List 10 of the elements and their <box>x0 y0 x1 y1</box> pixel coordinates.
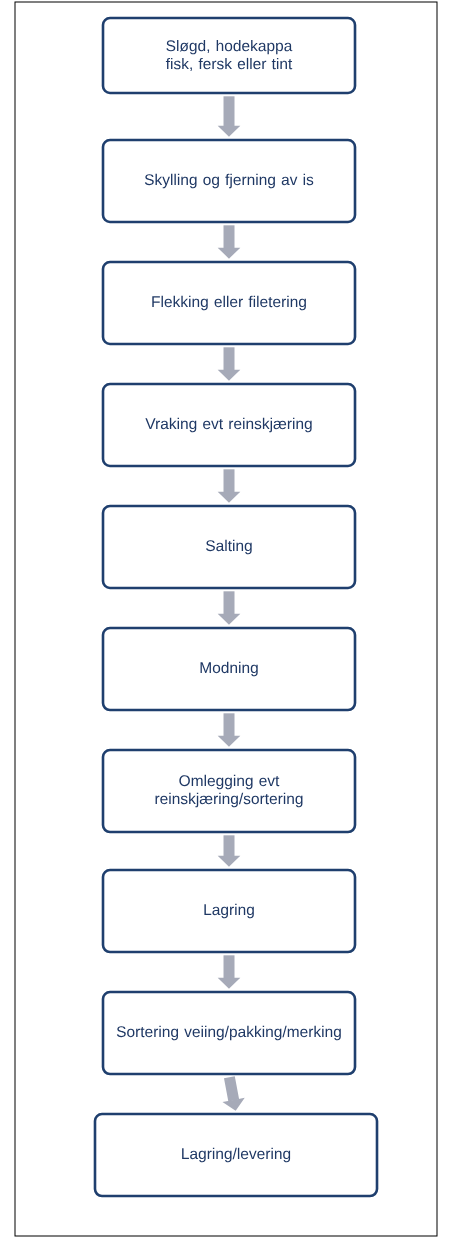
process-box: Salting <box>101 504 357 590</box>
process-box: Modning <box>101 626 357 712</box>
process-box: Sløgd, hodekappa fisk, fersk eller tint <box>101 16 357 95</box>
process-box: Sortering veiing/pakking/merking <box>101 990 357 1076</box>
process-box: Lagring <box>101 868 357 954</box>
process-box: Omlegging evt reinskjæring/sortering <box>101 748 357 834</box>
process-box: Lagring/levering <box>93 1112 379 1198</box>
process-box: Flekking eller filetering <box>101 260 357 346</box>
process-box: Skylling og fjerning av is <box>101 138 357 224</box>
process-box: Vraking evt reinskjæring <box>101 382 357 468</box>
